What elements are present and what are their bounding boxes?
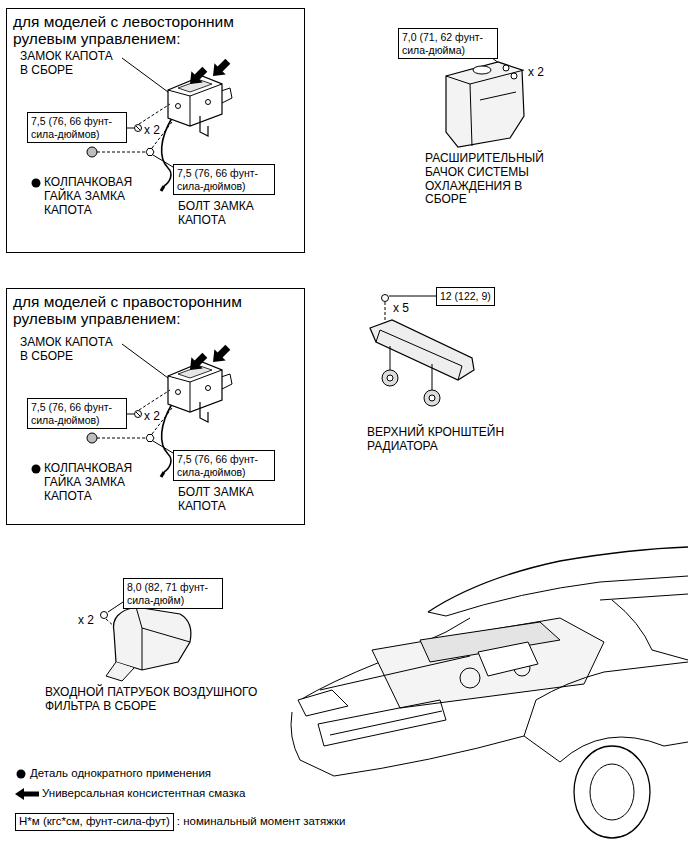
torque-value: 7,5 (76, 66 фунт-сила-дюймов) (177, 453, 271, 478)
air-intake-illustration (106, 662, 134, 681)
vehicle-illustration (446, 576, 688, 616)
coolant-tank-illustration (446, 70, 524, 146)
vehicle-illustration (372, 618, 604, 708)
single-use-mark (17, 770, 26, 779)
coolant-tank-illustration (473, 66, 491, 74)
coolant-tank-illustration (446, 62, 524, 147)
radiator-support-illustration (387, 375, 393, 381)
screw-symbol (136, 126, 140, 130)
part-name: КОЛПАЧКОВАЯ ГАЙКА ЗАМКА КАПОТА (44, 462, 144, 503)
air-intake-illustration (101, 612, 108, 619)
vehicle-illustration (600, 594, 688, 600)
legend-row: Деталь однократного применения (14, 767, 211, 781)
grease-arrow (207, 55, 233, 81)
bolt-symbol (146, 149, 154, 156)
radiator-support-illustration (382, 370, 398, 386)
part-name: БОЛТ ЗАМКА КАПОТА (178, 200, 268, 228)
grease-arrow (15, 788, 39, 800)
single-use-mark (32, 179, 41, 188)
air-intake-illustration (113, 607, 190, 670)
torque-legend-box: Н*м (кгс*см, фунт-сила-фут) (15, 813, 174, 831)
radiator-support-illustration (429, 395, 435, 401)
vehicle-illustration (536, 662, 688, 700)
part-name: ЗАМОК КАПОТА В СБОРЕ (20, 50, 120, 78)
radiator-support-illustration (370, 320, 474, 406)
vehicle-illustration (524, 736, 560, 762)
torque-box: 7,5 (76, 66 фунт-сила-дюймов) (173, 164, 275, 195)
part-name: ВХОДНОЙ ПАТРУБОК ВОЗДУШНОГО ФИЛЬТРА В СБ… (45, 686, 261, 714)
torque-legend-text: Н*м (кгс*см, фунт-сила-фут) (19, 815, 170, 829)
air-intake-illustration (101, 602, 191, 681)
torque-box: 7,0 (71, 62 фунт-сила-дюйма) (398, 28, 498, 59)
bolt-symbol (146, 149, 154, 156)
radiator-support-illustration (390, 346, 391, 370)
quantity-mark: x 5 (393, 302, 409, 316)
torque-value: 12 (122, 9) (440, 290, 491, 303)
torque-box: 7,5 (76, 66 фунт-сила-дюймов) (173, 450, 275, 481)
part-name: БОЛТ ЗАМКА КАПОТА (178, 486, 268, 514)
vehicle-illustration (590, 764, 634, 820)
grease-arrow (184, 63, 210, 89)
vehicle-illustration (330, 711, 442, 735)
torque-value: 7,5 (76, 66 фунт-сила-дюймов) (31, 401, 123, 426)
torque-value: 8,0 (82, 71 фунт-сила-дюйм) (127, 581, 219, 606)
frame-heading: для моделей с правосторонним рулевым упр… (13, 293, 253, 327)
torque-box: 7,5 (76, 66 фунт-сила-дюймов) (27, 398, 127, 429)
vehicle-illustration (560, 737, 688, 762)
radiator-support-illustration (389, 296, 436, 297)
screw-symbol (135, 125, 142, 132)
coolant-tank-illustration (503, 65, 509, 71)
vehicle-illustration (298, 690, 348, 716)
torque-value: 7,5 (76, 66 фунт-сила-дюймов) (177, 167, 271, 192)
part-name: КОЛПАЧКОВАЯ ГАЙКА ЗАМКА КАПОТА (44, 176, 144, 217)
torque-value: 7,0 (71, 62 фунт-сила-дюйма) (402, 31, 494, 56)
legend-note: : номинальный момент затяжки (177, 815, 346, 828)
leader-line (127, 128, 134, 129)
quantity-mark: x 2 (144, 410, 160, 424)
vehicle-illustration (478, 642, 538, 676)
quantity-mark: x 2 (528, 66, 544, 80)
vehicle-illustration (612, 600, 688, 660)
radiator-support-illustration (382, 295, 389, 302)
radiator-support-illustration (424, 390, 440, 406)
legend-text: Деталь однократного применения (14, 767, 211, 781)
vehicle-illustration (320, 656, 470, 690)
torque-box: 12 (122, 9) (436, 287, 495, 306)
frame-heading: для моделей с левосторонним рулевым упра… (13, 13, 253, 47)
coolant-tank-illustration (511, 73, 517, 79)
torque-box: 8,0 (82, 71 фунт-сила-дюйм) (123, 578, 223, 609)
grease-arrow (14, 787, 40, 801)
vehicle-illustration (428, 547, 688, 612)
quantity-mark: x 2 (144, 124, 160, 138)
legend-text: Универсальная консистентная смазка (14, 787, 245, 801)
vehicle-illustration (460, 668, 480, 688)
radiator-support-illustration (370, 295, 474, 407)
legend-row: Универсальная консистентная смазка (14, 787, 245, 801)
vehicle-illustration (574, 746, 650, 838)
torque-value: 7,5 (76, 66 фунт-сила-дюймов) (31, 115, 123, 140)
part-name: ЗАМОК КАПОТА В СБОРЕ (20, 336, 120, 364)
screw-symbol (135, 125, 142, 132)
radiator-support-illustration (432, 364, 433, 390)
coolant-tank-illustration (446, 58, 524, 147)
leader-line (153, 155, 173, 167)
dashed-leader (139, 104, 170, 124)
dashed-leader (97, 152, 145, 153)
leader-line (122, 58, 168, 92)
vehicle-illustration (291, 547, 688, 838)
cap-nut-symbol (87, 147, 97, 157)
vehicle-illustration (291, 700, 536, 776)
vehicle-illustration (428, 612, 446, 616)
air-intake-illustration (136, 607, 190, 670)
torque-box: 7,5 (76, 66 фунт-сила-дюймов) (27, 112, 127, 143)
air-intake-illustration (108, 602, 123, 612)
part-name: ВЕРХНИЙ КРОНШТЕЙН РАДИАТОРА (367, 426, 527, 454)
quantity-mark: x 2 (78, 614, 94, 628)
part-name: РАСШИРИТЕЛЬНЫЙ БАЧОК СИСТЕМЫ ОХЛАЖДЕНИЯ … (425, 152, 551, 207)
vehicle-illustration (318, 700, 446, 746)
